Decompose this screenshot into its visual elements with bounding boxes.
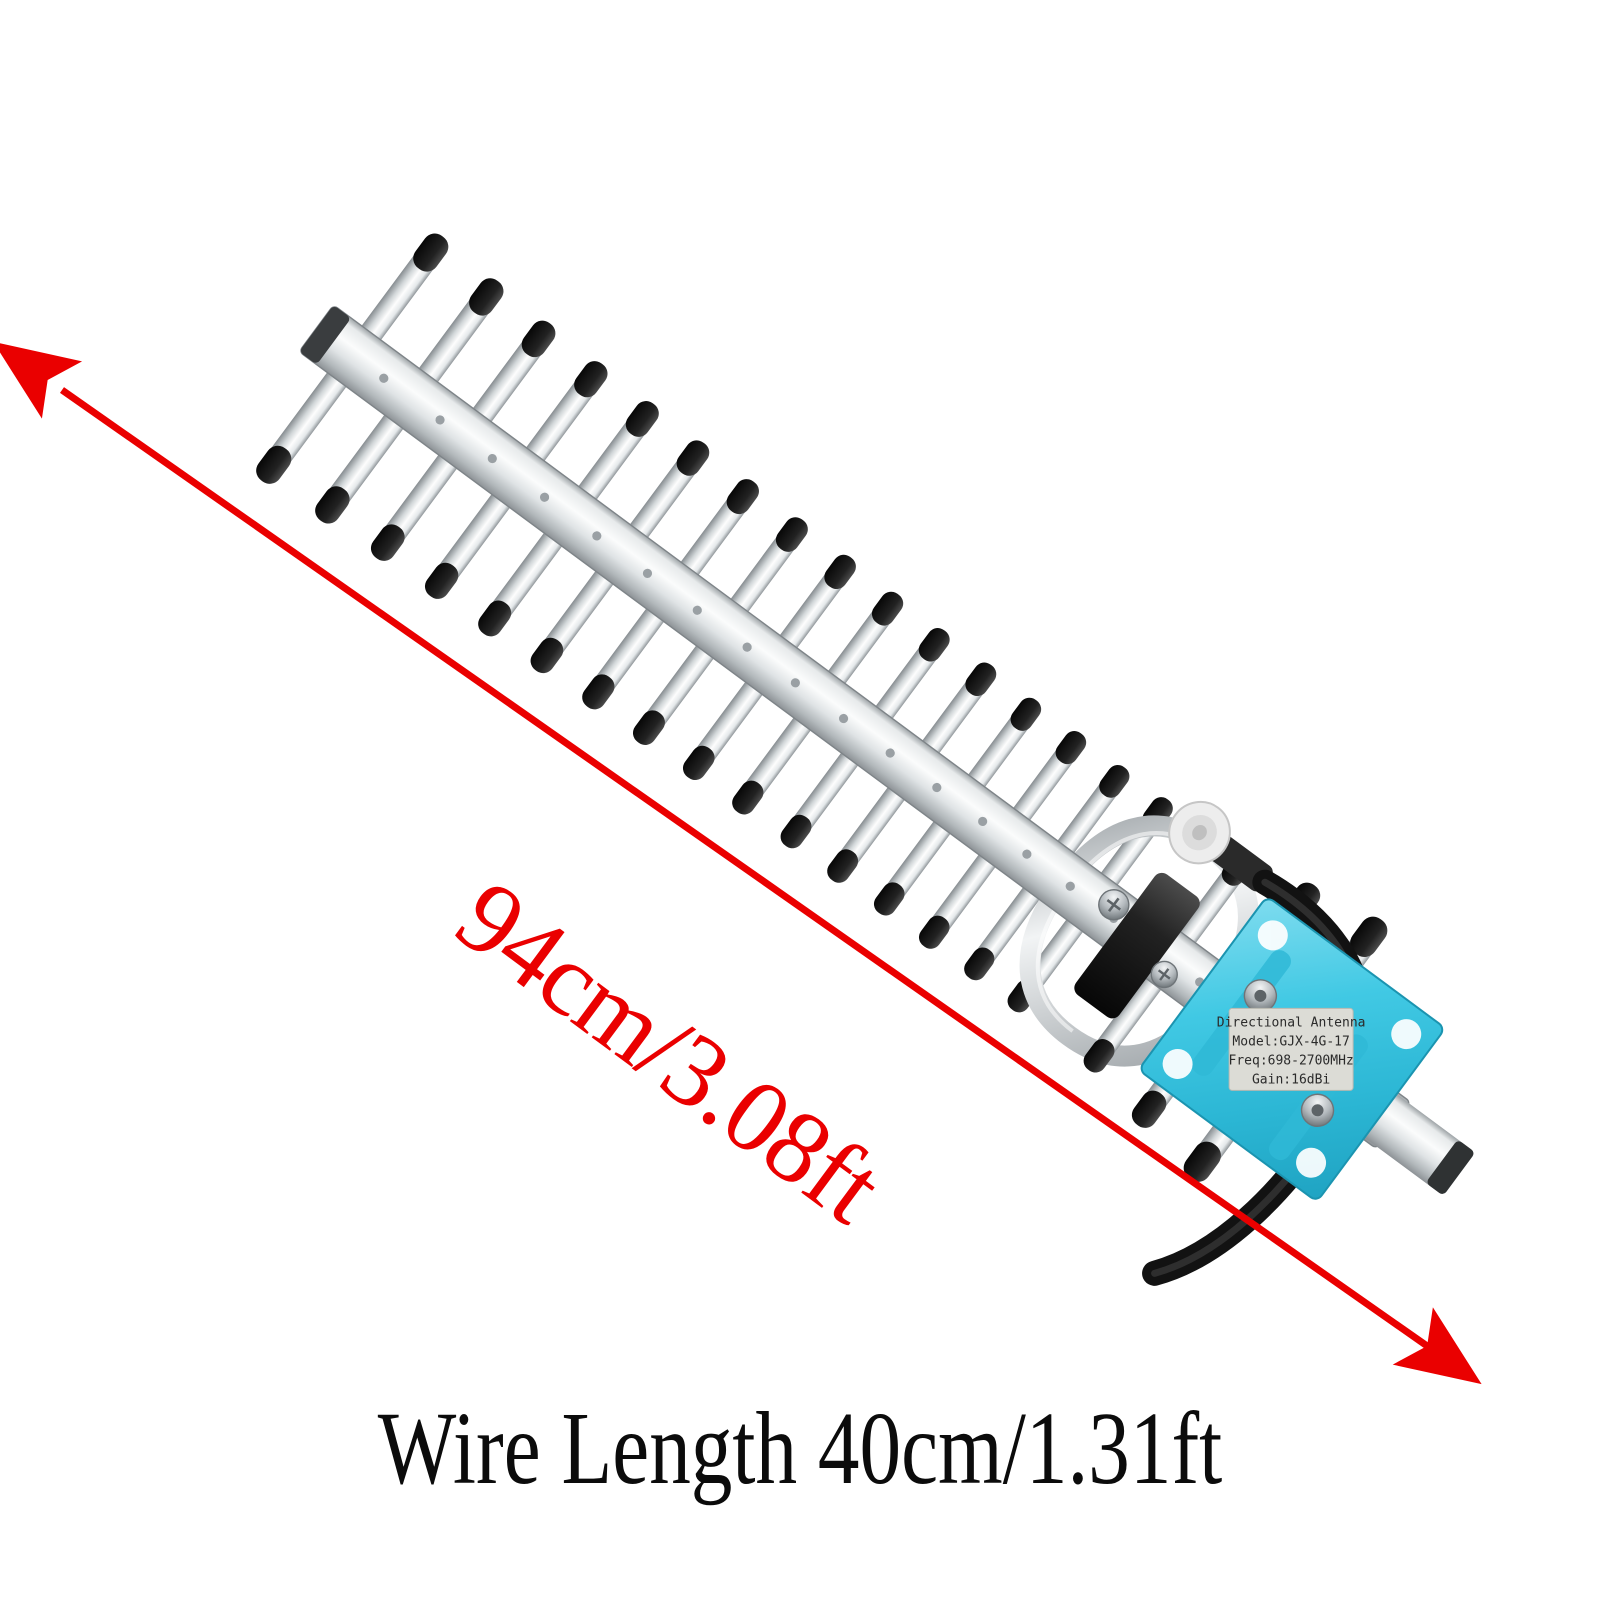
- spec-label: Directional Antenna Model:GJX-4G-17 Freq…: [1217, 1007, 1366, 1091]
- spec-label-line2: Model:GJX-4G-17: [1232, 1034, 1349, 1049]
- yagi-antenna-illustration: Directional Antenna Model:GJX-4G-17 Freq…: [251, 228, 1474, 1286]
- antenna-assembly: Directional Antenna Model:GJX-4G-17 Freq…: [251, 228, 1474, 1286]
- wire-length-caption: Wire Length 40cm/1.31ft: [377, 1391, 1223, 1506]
- spec-label-line4: Gain:16dBi: [1252, 1072, 1330, 1087]
- spec-label-line3: Freq:698-2700MHz: [1229, 1053, 1354, 1068]
- spec-label-line1: Directional Antenna: [1217, 1015, 1366, 1030]
- product-photo: Directional Antenna Model:GJX-4G-17 Freq…: [251, 228, 1474, 1286]
